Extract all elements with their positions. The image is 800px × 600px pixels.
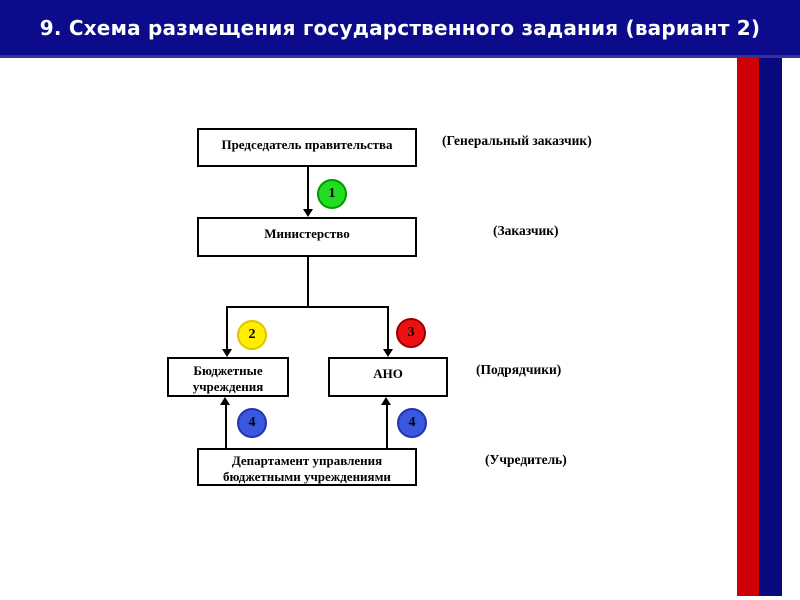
step-badge-3-value: 3 (407, 325, 415, 340)
title-bar: 9. Схема размещения государственного зад… (0, 0, 800, 58)
node-budget-label: Бюджетные учреждения (192, 363, 264, 394)
arrowhead-down-ministry (303, 209, 313, 217)
node-ano: АНО (328, 357, 448, 397)
step-badge-1-value: 1 (328, 186, 336, 201)
role-label-general-customer: (Генеральный заказчик) (442, 133, 592, 148)
step-badge-4-right: 4 (397, 408, 427, 438)
connector-department-budget (225, 404, 227, 449)
node-department: Департамент управления бюджетными учрежд… (197, 448, 417, 486)
arrowhead-down-budget (222, 349, 232, 357)
node-chairman: Председатель правительства (197, 128, 417, 167)
connector-chairman-ministry (307, 166, 309, 210)
connector-branch-left (226, 308, 228, 350)
step-badge-2: 2 (237, 320, 267, 350)
connector-department-ano (386, 404, 388, 449)
arrowhead-down-ano (383, 349, 393, 357)
connector-ministry-branch (307, 256, 309, 308)
step-badge-2-value: 2 (248, 327, 256, 342)
node-ano-label: АНО (373, 366, 403, 381)
connector-branch-right (387, 308, 389, 350)
role-label-founder: (Учредитель) (485, 452, 567, 467)
node-department-label: Департамент управления бюджетными учрежд… (223, 453, 391, 484)
step-badge-4-right-value: 4 (408, 415, 416, 430)
connector-branch-horizontal (226, 306, 389, 308)
step-badge-4-left: 4 (237, 408, 267, 438)
step-badge-1: 1 (317, 179, 347, 209)
page-title: 9. Схема размещения государственного зад… (39, 15, 761, 40)
node-budget: Бюджетные учреждения (167, 357, 289, 397)
decor-stripe-blue (759, 58, 782, 596)
role-label-customer: (Заказчик) (493, 223, 559, 238)
node-chairman-label: Председатель правительства (221, 137, 393, 152)
step-badge-3: 3 (396, 318, 426, 348)
role-label-contractors: (Подрядчики) (476, 362, 562, 377)
node-ministry: Министерство (197, 217, 417, 257)
arrowhead-up-budget (220, 397, 230, 405)
node-ministry-label: Министерство (264, 226, 350, 241)
arrowhead-up-ano (381, 397, 391, 405)
step-badge-4-left-value: 4 (248, 415, 256, 430)
decor-stripe-red (737, 58, 759, 596)
